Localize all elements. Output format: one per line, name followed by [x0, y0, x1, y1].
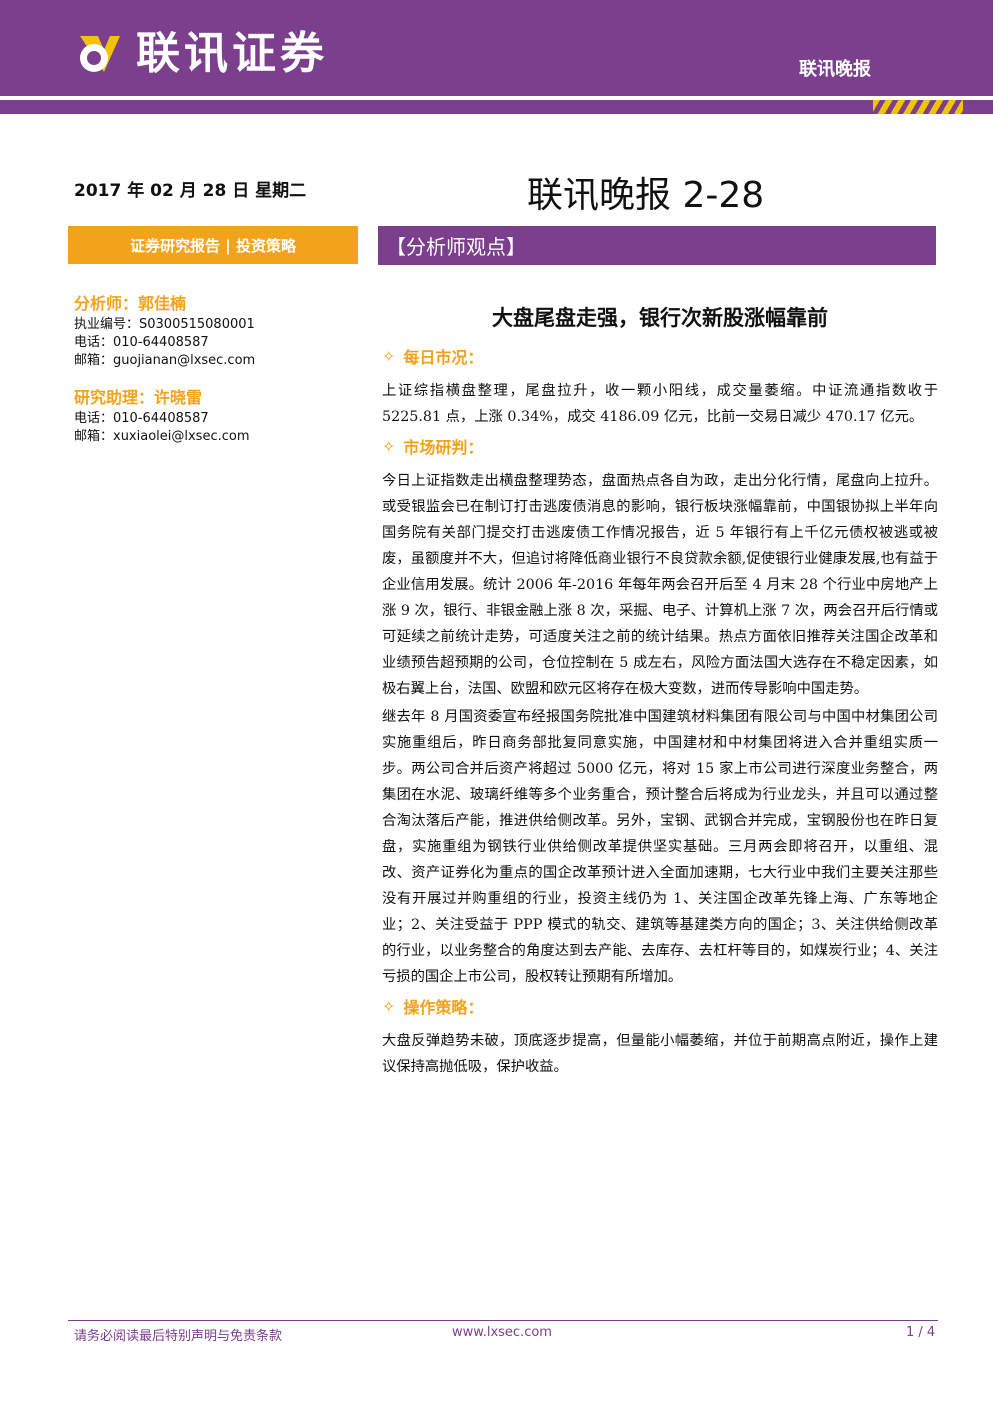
- paragraph: 今日上证指数走出横盘整理势态，盘面热点各自为政，走出分化行情，尾盘向上拉升。或受…: [382, 473, 938, 697]
- assistant-phone: 电话：010-64408587: [74, 411, 209, 426]
- section-title-analysis: ✧ 市场研判：: [382, 434, 938, 458]
- report-category-bar: 证券研究报告 | 投资策略: [68, 226, 358, 264]
- analyst-license: 执业编号：S0300515080001: [74, 317, 255, 332]
- logo: 联讯证券: [74, 26, 328, 82]
- main-content: 大盘尾盘走强，银行次新股涨幅靠前 ✧ 每日市况： 上证综指横盘整理，尾盘拉升，收…: [382, 302, 938, 1082]
- section-title-text: 市场研判：: [403, 438, 484, 457]
- website-link[interactable]: www.lxsec.com: [452, 1325, 552, 1340]
- paragraph: 继去年 8 月国资委宣布经报国务院批准中国建筑材料集团有限公司与中国中材集团公司…: [382, 709, 938, 985]
- article-headline: 大盘尾盘走强，银行次新股涨幅靠前: [492, 305, 828, 330]
- section-title-text: 每日市况：: [403, 348, 484, 367]
- diamond-star-icon: ✧: [382, 346, 396, 366]
- assistant-role: 研究助理：许晓雷: [74, 388, 203, 407]
- analyst-block: 分析师：郭佳楠 执业编号：S0300515080001 电话：010-64408…: [74, 290, 354, 370]
- assistant-block: 研究助理：许晓雷 电话：010-64408587 邮箱：xuxiaolei@lx…: [74, 384, 354, 446]
- analyst-view-underline: [378, 263, 936, 265]
- logo-text: 联讯证券: [136, 28, 328, 79]
- logo-mark-icon: [80, 36, 120, 72]
- diamond-star-icon: ✧: [382, 996, 396, 1016]
- analyst-view-bar: 【分析师观点】: [378, 226, 936, 264]
- analyst-email: 邮箱：guojianan@lxsec.com: [74, 353, 256, 368]
- report-date: 2017 年 02 月 28 日 星期二: [74, 181, 307, 201]
- header-stripe-hatch: [873, 100, 963, 114]
- disclaimer-link[interactable]: 请务必阅读最后特别声明与免责条款: [74, 1329, 283, 1344]
- page-number: 1 / 4: [906, 1325, 936, 1340]
- section-title-text: 操作策略：: [403, 998, 484, 1017]
- header-report-name: 联讯晚报: [799, 59, 871, 80]
- header-stripe: [0, 100, 993, 114]
- page-title: 联讯晚报 2-28: [527, 175, 765, 216]
- analyst-role: 分析师：郭佳楠: [74, 294, 187, 313]
- section-title-market: ✧ 每日市况：: [382, 344, 938, 368]
- paragraph: 上证综指横盘整理，尾盘拉升，收一颗小阳线，成交量萎缩。中证流通指数收于 5225…: [382, 383, 938, 425]
- paragraph: 大盘反弹趋势未破，顶底逐步提高，但量能小幅萎缩，并位于前期高点附近，操作上建议保…: [382, 1033, 938, 1075]
- assistant-email: 邮箱：xuxiaolei@lxsec.com: [74, 429, 250, 444]
- section-title-strategy: ✧ 操作策略：: [382, 994, 938, 1018]
- header-band: [0, 0, 993, 96]
- analyst-info: 分析师：郭佳楠 执业编号：S0300515080001 电话：010-64408…: [74, 290, 354, 460]
- diamond-star-icon: ✧: [382, 436, 396, 456]
- footer-divider: [68, 1320, 938, 1321]
- analyst-phone: 电话：010-64408587: [74, 335, 209, 350]
